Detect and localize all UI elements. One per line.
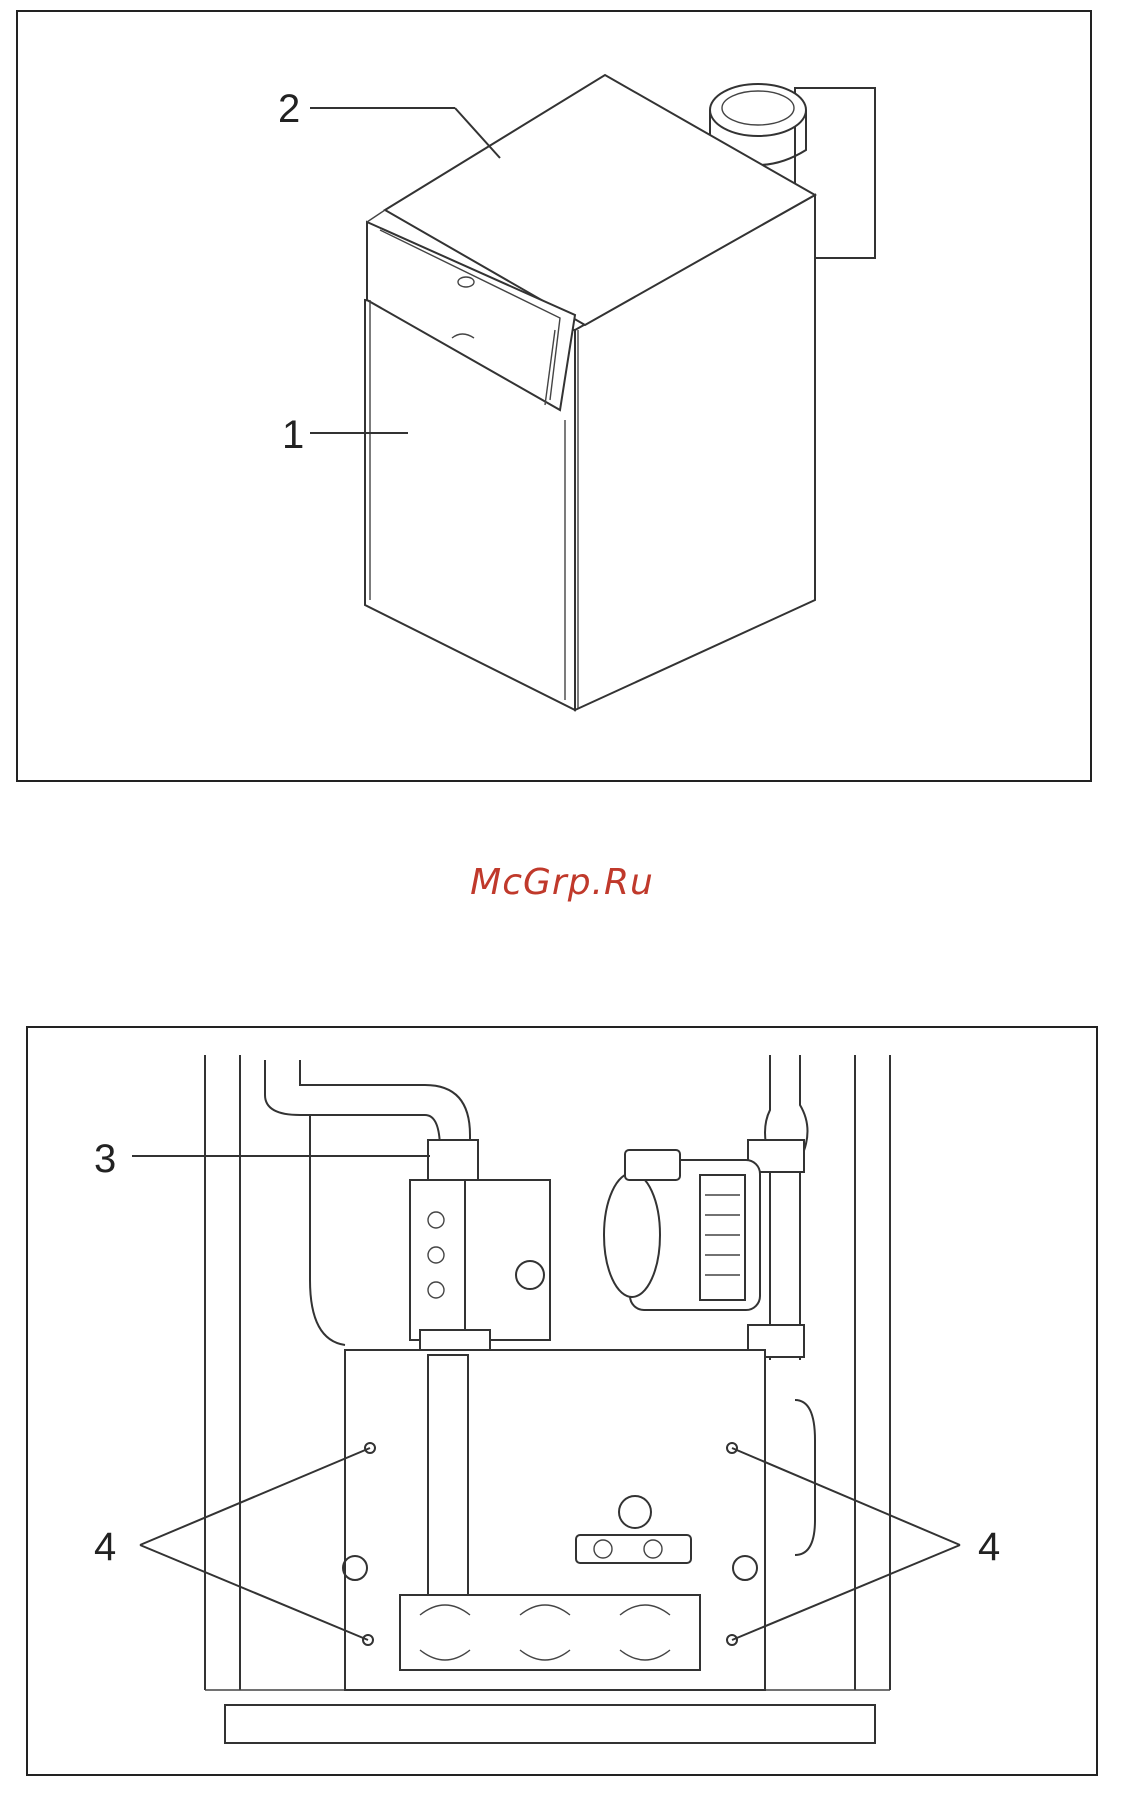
watermark-text: McGrp.Ru (0, 862, 1124, 903)
boiler-interior-panel (26, 1026, 1098, 1776)
flue-pipe-top (710, 84, 806, 136)
callout-1: 1 (282, 413, 304, 457)
callout-2: 2 (278, 87, 300, 131)
boiler-exterior-drawing (365, 75, 875, 710)
